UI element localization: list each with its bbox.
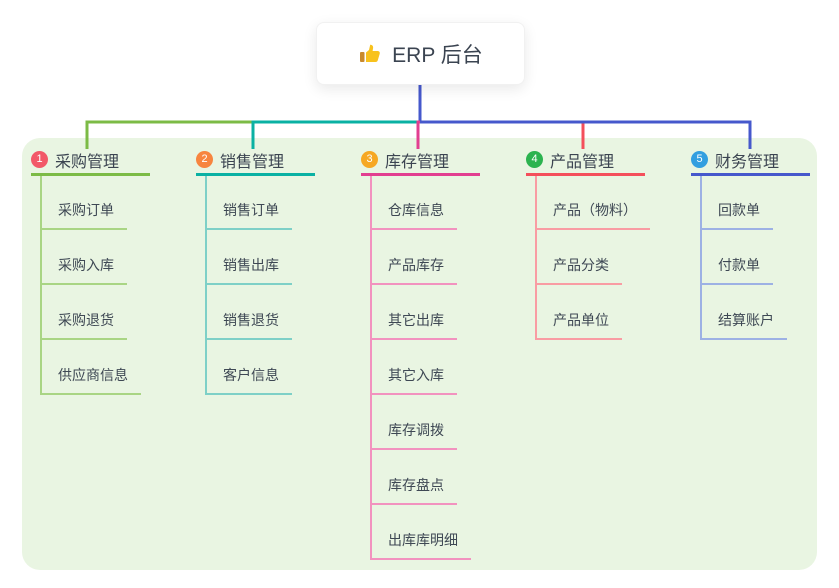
child-node[interactable]: 销售退货 <box>207 285 292 340</box>
branch-children: 销售订单销售出库销售退货客户信息 <box>205 176 315 395</box>
child-node[interactable]: 库存调拨 <box>372 395 457 450</box>
child-node[interactable]: 库存盘点 <box>372 450 457 505</box>
child-node[interactable]: 产品库存 <box>372 230 457 285</box>
child-node[interactable]: 出库库明细 <box>372 505 471 560</box>
branch-3: 3 库存管理 仓库信息产品库存其它出库其它入库库存调拨库存盘点出库库明细 <box>361 146 480 560</box>
branch-header-node[interactable]: 3 库存管理 <box>361 146 480 176</box>
branch-header-node[interactable]: 1 采购管理 <box>31 146 150 176</box>
branch-2: 2 销售管理 销售订单销售出库销售退货客户信息 <box>196 146 315 395</box>
child-node[interactable]: 结算账户 <box>702 285 787 340</box>
root-node-erp[interactable]: ERP 后台 <box>316 22 525 85</box>
branch-children: 回款单付款单结算账户 <box>700 176 810 340</box>
child-node[interactable]: 其它入库 <box>372 340 457 395</box>
child-node[interactable]: 销售订单 <box>207 176 292 230</box>
child-node[interactable]: 产品分类 <box>537 230 622 285</box>
root-node-label: ERP 后台 <box>392 43 483 67</box>
branch-children: 采购订单采购入库采购退货供应商信息 <box>40 176 150 395</box>
child-node[interactable]: 产品（物料） <box>537 176 650 230</box>
child-node[interactable]: 其它出库 <box>372 285 457 340</box>
branch-label: 产品管理 <box>550 153 615 171</box>
child-node[interactable]: 采购退货 <box>42 285 127 340</box>
child-node[interactable]: 采购订单 <box>42 176 127 230</box>
branch-label: 销售管理 <box>220 153 285 171</box>
child-node[interactable]: 销售出库 <box>207 230 292 285</box>
child-node[interactable]: 付款单 <box>702 230 773 285</box>
child-node[interactable]: 供应商信息 <box>42 340 141 395</box>
branch-5: 5 财务管理 回款单付款单结算账户 <box>691 146 810 340</box>
branch-header-node[interactable]: 5 财务管理 <box>691 146 810 176</box>
branch-header-node[interactable]: 4 产品管理 <box>526 146 645 176</box>
branch-children: 产品（物料）产品分类产品单位 <box>535 176 650 340</box>
branch-label: 财务管理 <box>715 153 780 171</box>
child-node[interactable]: 采购入库 <box>42 230 127 285</box>
child-node[interactable]: 回款单 <box>702 176 773 230</box>
branch-1: 1 采购管理 采购订单采购入库采购退货供应商信息 <box>31 146 150 395</box>
branch-number-badge: 3 <box>361 151 378 168</box>
child-node[interactable]: 产品单位 <box>537 285 622 340</box>
branch-number-badge: 2 <box>196 151 213 168</box>
child-node[interactable]: 仓库信息 <box>372 176 457 230</box>
branch-4: 4 产品管理 产品（物料）产品分类产品单位 <box>526 146 650 340</box>
branch-header-node[interactable]: 2 销售管理 <box>196 146 315 176</box>
branch-children: 仓库信息产品库存其它出库其它入库库存调拨库存盘点出库库明细 <box>370 176 480 560</box>
child-node[interactable]: 客户信息 <box>207 340 292 395</box>
branch-label: 库存管理 <box>385 153 450 171</box>
branch-label: 采购管理 <box>55 153 120 171</box>
mindmap-background-panel <box>22 138 817 570</box>
branch-number-badge: 5 <box>691 151 708 168</box>
branch-number-badge: 1 <box>31 151 48 168</box>
thumbs-up-icon <box>358 42 382 66</box>
branch-number-badge: 4 <box>526 151 543 168</box>
